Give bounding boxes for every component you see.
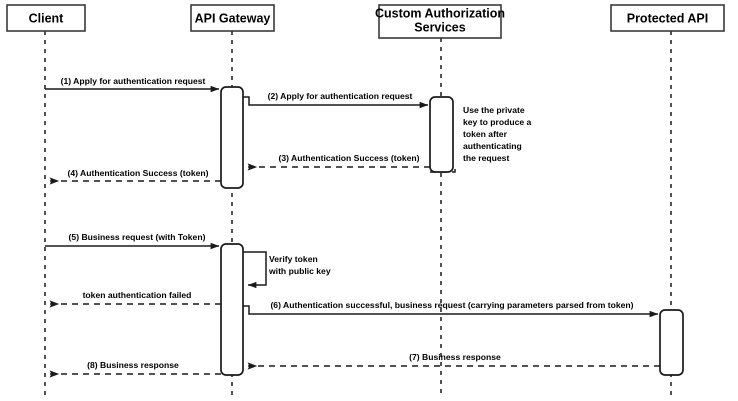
participant-custom-authorization-services[interactable]: Custom Authorization Services	[375, 4, 505, 39]
message-2-label: (2) Apply for authentication request	[268, 91, 413, 101]
activation-api-gateway-auth[interactable]	[220, 86, 244, 189]
participant-label-protected-api: Protected API	[627, 11, 709, 25]
message-5[interactable]: (5) Business request (with Token)	[45, 232, 220, 250]
message-self-verify-token-label-line1: Verify token	[269, 254, 318, 264]
note-private-key-line1: Use the private	[463, 105, 525, 115]
message-4[interactable]: (4) Authentication Success (token)	[49, 168, 221, 185]
lifelines-group	[44, 31, 672, 398]
message-8[interactable]: (8) Business response	[49, 360, 221, 378]
activation-custom-authorization-services[interactable]	[429, 96, 454, 173]
message-1-label: (1) Apply for authentication request	[61, 76, 206, 86]
message-self-verify-token-label-line2: with public key	[268, 266, 331, 276]
message-4-label: (4) Authentication Success (token)	[67, 168, 208, 178]
note-private-key-line4: authenticating	[463, 141, 522, 151]
participant-client[interactable]: Client	[6, 4, 86, 32]
participant-label-custom-authorization-services-line1: Custom Authorization	[375, 6, 505, 20]
message-token-authentication-failed[interactable]: token authentication failed	[49, 290, 221, 308]
message-8-label: (8) Business response	[87, 360, 179, 370]
activation-api-gateway-business[interactable]	[220, 243, 244, 376]
message-5-label: (5) Business request (with Token)	[69, 232, 206, 242]
participant-box-protected-api[interactable]	[610, 4, 725, 32]
participant-label-client: Client	[29, 11, 65, 25]
activations-group	[220, 86, 684, 376]
message-3[interactable]: (3) Authentication Success (token)	[247, 153, 456, 173]
participant-headers-group: Client API Gateway Custom Authorization …	[6, 4, 725, 39]
message-1[interactable]: (1) Apply for authentication request	[45, 76, 220, 93]
participant-box-api-gateway[interactable]	[190, 4, 275, 32]
message-3-arrow	[247, 163, 456, 173]
message-2-arrow	[243, 96, 429, 109]
activation-protected-api[interactable]	[659, 309, 684, 376]
note-private-key-line5: the request	[463, 153, 509, 163]
participant-label-custom-authorization-services-line2: Services	[414, 20, 465, 34]
note-private-key-line2: key to produce a	[463, 117, 532, 127]
message-2[interactable]: (2) Apply for authentication request	[243, 91, 429, 109]
message-7[interactable]: (7) Business response	[247, 352, 660, 370]
message-3-label: (3) Authentication Success (token)	[278, 153, 419, 163]
participant-box-custom-authorization-services[interactable]	[378, 4, 502, 39]
participant-label-api-gateway: API Gateway	[195, 11, 271, 25]
messages-group: (1) Apply for authentication request (2)…	[45, 76, 660, 378]
message-6-label: (6) Authentication successful, business …	[270, 300, 633, 310]
participant-box-client[interactable]	[6, 4, 86, 32]
message-token-authentication-failed-label: token authentication failed	[83, 290, 192, 300]
note-private-key-line3: token after	[463, 129, 508, 139]
note-private-key: Use the private key to produce a token a…	[463, 105, 532, 163]
message-self-verify-token[interactable]: Verify token with public key	[243, 251, 331, 289]
message-6-arrow	[243, 305, 659, 318]
participant-api-gateway[interactable]: API Gateway	[190, 4, 275, 32]
participant-protected-api[interactable]: Protected API	[610, 4, 725, 32]
message-self-verify-token-arrow	[243, 251, 267, 289]
message-7-label: (7) Business response	[409, 352, 501, 362]
message-6[interactable]: (6) Authentication successful, business …	[243, 300, 659, 318]
